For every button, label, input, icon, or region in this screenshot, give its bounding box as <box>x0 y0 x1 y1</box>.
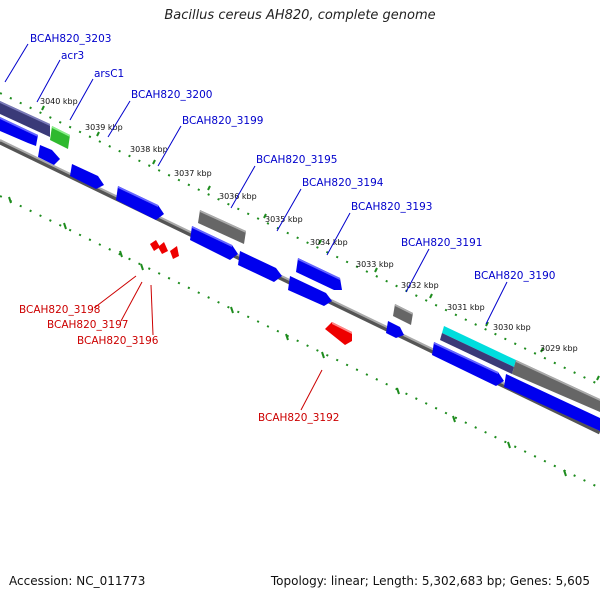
genome-summary-text: Topology: linear; Length: 5,302,683 bp; … <box>270 574 590 588</box>
scale-tick-labels: 3040 kbp 3039 kbp 3038 kbp 3037 kbp 3036… <box>40 97 578 353</box>
gene-label[interactable]: BCAH820_3190 <box>474 270 555 282</box>
upper-major-ticks <box>41 105 600 381</box>
gene-BCAH820_3198[interactable] <box>150 240 160 251</box>
blue-genes <box>0 117 600 431</box>
gene-label[interactable]: BCAH820_3198 <box>19 304 100 316</box>
forward-label-leaders <box>4 43 508 325</box>
gene-label[interactable]: acr3 <box>61 50 84 62</box>
gene-acr3[interactable] <box>0 117 38 146</box>
accession-text: Accession: NC_011773 <box>9 574 146 588</box>
reverse-strand-genes <box>150 240 352 345</box>
gene-label[interactable]: BCAH820_3203 <box>30 33 111 45</box>
forward-strand-genes <box>0 101 600 412</box>
gene-label[interactable]: BCAH820_3200 <box>131 89 212 101</box>
gene-label[interactable]: BCAH820_3199 <box>182 115 263 127</box>
tick-label: 3039 kbp <box>85 123 123 132</box>
tick-label: 3037 kbp <box>174 169 212 178</box>
map-title: Bacillus cereus AH820, complete genome <box>164 8 436 23</box>
gene-label[interactable]: BCAH820_3195 <box>256 154 337 166</box>
tick-label: 3040 kbp <box>40 97 78 106</box>
tick-label: 3029 kbp <box>540 344 578 353</box>
upper-tick-track <box>0 92 600 386</box>
tick-label: 3038 kbp <box>130 145 168 154</box>
gene-label[interactable]: BCAH820_3194 <box>302 177 384 189</box>
gene-BCAH820_3195[interactable] <box>198 210 246 244</box>
gene-label[interactable]: BCAH820_3192 <box>258 412 339 424</box>
blue-gene-highlights <box>0 117 498 374</box>
gene-BCAH820_3190[interactable] <box>442 326 516 367</box>
tick-label: 3033 kbp <box>356 260 394 269</box>
gene-label[interactable]: BCAH820_3193 <box>351 201 432 213</box>
upper-dotted-line <box>0 92 600 386</box>
tick-label: 3031 kbp <box>447 303 485 312</box>
gene-arsC1[interactable] <box>50 126 70 149</box>
lower-major-ticks <box>8 196 567 477</box>
gene-label[interactable]: BCAH820_3191 <box>401 237 482 249</box>
lower-tick-track <box>0 195 600 489</box>
tick-label: 3030 kbp <box>493 323 531 332</box>
tick-label: 3034 kbp <box>310 238 348 247</box>
gene-BCAH820_3196[interactable] <box>170 246 179 259</box>
gene-label[interactable]: BCAH820_3197 <box>47 319 128 331</box>
gene-BCAH820_3197[interactable] <box>158 242 168 254</box>
gene-label[interactable]: arsC1 <box>94 68 124 80</box>
gene-BCAH820_3191[interactable] <box>393 304 413 325</box>
gene-BCAH820_3192[interactable] <box>325 322 352 345</box>
gene-label[interactable]: BCAH820_3196 <box>77 335 159 347</box>
reverse-label-leaders <box>93 275 323 411</box>
gene-BCAH820_3203[interactable] <box>0 101 50 137</box>
tick-label: 3032 kbp <box>401 281 439 290</box>
forward-gene-labels: BCAH820_3203 acr3 arsC1 BCAH820_3200 BCA… <box>30 33 555 282</box>
lower-dotted-line <box>0 195 600 489</box>
reverse-gene-labels: BCAH820_3198 BCAH820_3197 BCAH820_3196 B… <box>19 304 339 424</box>
